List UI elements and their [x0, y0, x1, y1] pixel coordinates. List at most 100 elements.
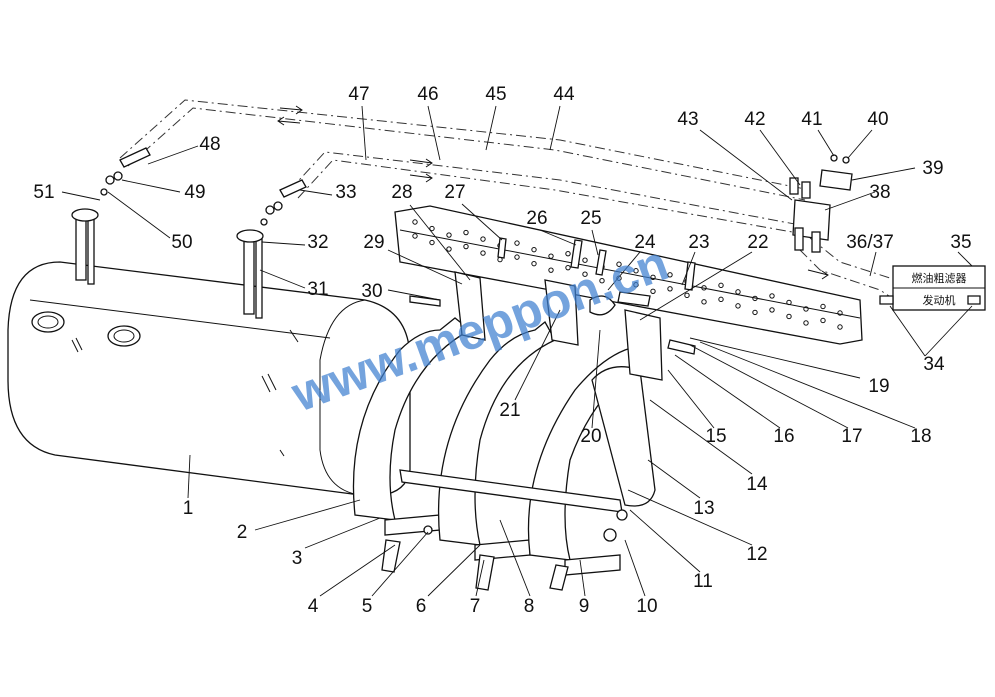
leader-line: [387, 249, 463, 285]
callout-15: 15: [705, 426, 726, 447]
leader-line: [699, 341, 916, 429]
leader-line: [485, 105, 497, 151]
callout-35: 35: [950, 232, 971, 253]
frame-hole: [633, 268, 639, 274]
callout-26: 26: [526, 208, 547, 229]
frame-hole: [616, 275, 622, 281]
leader-line: [851, 167, 916, 181]
leader-line: [147, 145, 199, 165]
callout-17: 17: [841, 426, 862, 447]
callout-19: 19: [868, 376, 889, 397]
leader-line: [371, 531, 429, 597]
frame-hole: [667, 272, 673, 278]
leader-line: [409, 204, 471, 281]
callout-49: 49: [184, 182, 205, 203]
frame-hole: [769, 307, 775, 313]
leader-line: [924, 305, 973, 357]
leader-line: [824, 191, 876, 211]
leader-line: [499, 519, 531, 597]
callout-11: 11: [693, 571, 713, 592]
frame-hole: [837, 324, 843, 330]
frame-hole: [820, 317, 826, 324]
callout-10: 10: [636, 596, 657, 617]
leader-line: [121, 179, 181, 193]
frame-hole: [667, 286, 673, 292]
leader-line: [627, 489, 753, 546]
fuel-sender-units: [71, 147, 307, 319]
callout-7: 7: [470, 596, 481, 617]
frame-hole: [412, 233, 418, 239]
callout-40: 40: [867, 109, 888, 130]
leader-line: [549, 105, 561, 151]
leader-line: [607, 251, 641, 291]
leader-line: [387, 289, 441, 301]
frame-hole: [582, 257, 588, 263]
frame-hole: [463, 229, 469, 236]
frame-hole: [446, 232, 452, 238]
leader-line: [667, 369, 715, 429]
callout-29: 29: [363, 232, 384, 253]
frame-hole: [531, 260, 537, 267]
leader-line: [629, 509, 701, 573]
callout-50: 50: [171, 232, 192, 253]
leader-line: [647, 459, 701, 499]
callout-51: 51: [33, 182, 54, 203]
callout-42: 42: [744, 109, 765, 130]
frame-brackets: [409, 237, 696, 381]
leader-line: [689, 337, 861, 379]
frame-hole: [684, 292, 690, 299]
frame-hole: [837, 310, 843, 316]
frame-hole: [480, 236, 486, 242]
leader-line: [361, 105, 367, 161]
callout-20: 20: [580, 426, 601, 447]
callout-6: 6: [416, 596, 427, 617]
leader-line: [254, 499, 361, 531]
leader-line: [591, 329, 601, 429]
callout-14: 14: [746, 474, 768, 495]
leader-line: [261, 241, 306, 246]
callout-44: 44: [553, 84, 575, 105]
leader-line: [427, 105, 441, 161]
callout-1: 1: [183, 498, 194, 519]
leader-line: [957, 251, 973, 267]
frame-hole: [616, 261, 622, 267]
leader-line: [427, 544, 481, 597]
leader-line: [674, 354, 781, 429]
leader-line: [539, 229, 577, 246]
callout-2: 2: [237, 522, 248, 543]
leader-line: [579, 559, 586, 597]
leader-line: [699, 129, 793, 201]
leader-line: [304, 517, 381, 549]
frame-hole: [718, 282, 724, 289]
callout-47: 47: [348, 84, 369, 105]
callout-25: 25: [580, 208, 601, 229]
frame-hole: [514, 240, 520, 246]
leader-line: [639, 251, 753, 321]
leader-line: [759, 129, 801, 186]
frame-hole: [633, 282, 639, 288]
leader-line: [847, 129, 873, 159]
frame-hole: [803, 306, 809, 312]
callout-43: 43: [677, 109, 698, 130]
frame-hole: [820, 303, 826, 310]
strap-bolts: [381, 509, 628, 591]
leader-line: [461, 203, 503, 241]
frame-hole: [565, 264, 571, 271]
callout-13: 13: [693, 498, 714, 519]
fuel-tank: [7, 261, 411, 497]
frame-hole: [429, 239, 435, 246]
callout-18: 18: [910, 426, 931, 447]
leader-line: [591, 229, 599, 256]
frame-hole: [735, 289, 741, 295]
frame-hole: [548, 267, 554, 273]
callout-8: 8: [524, 596, 535, 617]
frame-hole: [701, 285, 707, 291]
callout-36-37: 36/37: [846, 232, 894, 253]
leader-line: [624, 539, 646, 597]
fuel-filter-label: 燃油粗滤器: [912, 271, 967, 285]
frame-hole: [650, 288, 656, 294]
callout-33: 33: [335, 182, 356, 203]
callout-28: 28: [391, 182, 412, 203]
flow-arrows: [277, 105, 829, 280]
callout-30: 30: [361, 281, 382, 302]
